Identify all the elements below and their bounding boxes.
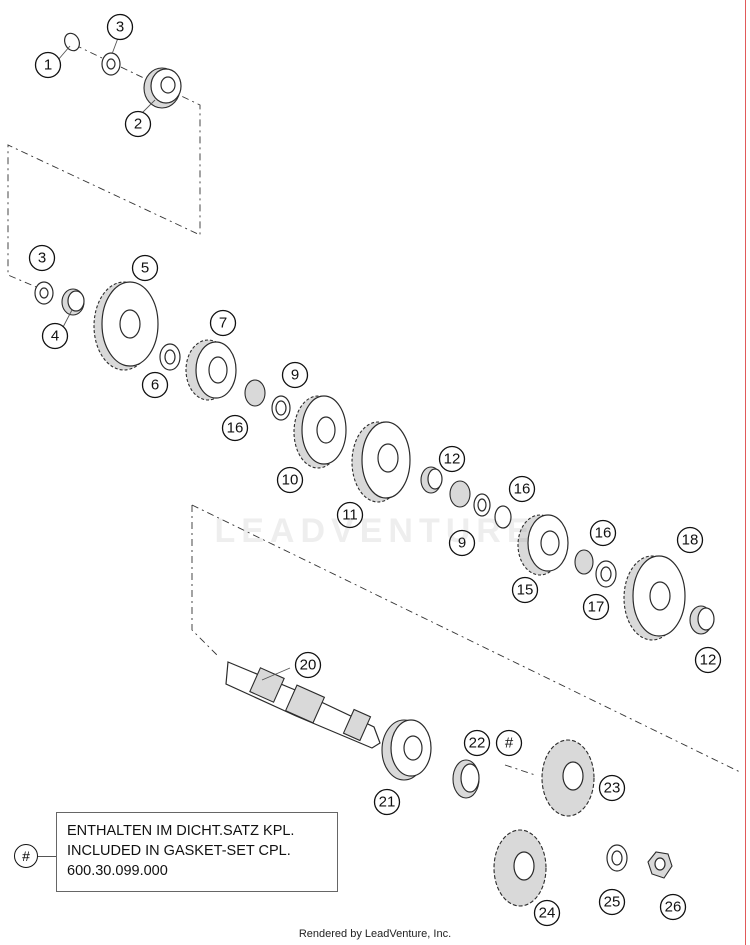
- footer-credit: Rendered by LeadVenture, Inc.: [298, 928, 452, 940]
- callout-6: 6: [141, 371, 169, 399]
- svg-text:5: 5: [141, 260, 149, 277]
- legend-leader-line: [38, 856, 56, 857]
- svg-text:1: 1: [44, 57, 52, 74]
- callout-18: 18: [676, 526, 704, 554]
- callout-3-top: 3: [106, 13, 134, 41]
- nut-part-26: [647, 851, 673, 879]
- legend-line-english: INCLUDED IN GASKET-SET CPL.: [67, 843, 291, 859]
- svg-text:16: 16: [514, 481, 531, 498]
- svg-text:#: #: [505, 735, 514, 752]
- svg-text:16: 16: [227, 420, 244, 437]
- svg-text:16: 16: [595, 525, 612, 542]
- svg-text:15: 15: [517, 582, 534, 599]
- washer-part-16-small: [494, 505, 512, 529]
- main-shaft-part-20: [225, 661, 381, 749]
- bushing-part-12-a: [420, 466, 443, 494]
- gear-part-18: [623, 555, 686, 641]
- callouts: 1 3 2 3 5 4 7 6 9 16 10 12 11 16 9 16 18…: [28, 13, 722, 927]
- callout-4: 4: [41, 322, 69, 350]
- callout-9-b: 9: [448, 529, 476, 557]
- svg-text:22: 22: [469, 735, 486, 752]
- callout-7: 7: [209, 309, 237, 337]
- callout-9-a: 9: [281, 361, 309, 389]
- gear-part-10: [293, 395, 347, 469]
- legend-part-number: 600.30.099.000: [67, 863, 168, 879]
- washer-part-9-b: [473, 493, 491, 517]
- lock-washer-part-25: [606, 844, 628, 872]
- callout-26: 26: [659, 893, 687, 921]
- shaft-seal-part-22: [452, 759, 480, 799]
- sprocket-part-24: [493, 829, 547, 907]
- callout-15: 15: [511, 576, 539, 604]
- callout-1: 1: [34, 51, 62, 79]
- bushing-part-12-b: [689, 605, 715, 635]
- callout-12-a: 12: [438, 445, 466, 473]
- svg-text:3: 3: [38, 250, 46, 267]
- needle-bearing-part-16-a: [244, 379, 266, 407]
- svg-text:24: 24: [539, 905, 556, 922]
- needle-bearing-part-16-b: [449, 480, 471, 508]
- ball-bearing-part-21: [381, 719, 432, 781]
- washer-part-3-left: [34, 281, 54, 305]
- svg-text:21: 21: [379, 794, 396, 811]
- callout-16-a: 16: [221, 414, 249, 442]
- gear-part-15: [517, 514, 569, 576]
- callout-21: 21: [373, 788, 401, 816]
- legend-line-german: ENTHALTEN IM DICHT.SATZ KPL.: [67, 823, 295, 839]
- washer-part-17: [595, 560, 617, 588]
- callout-2: 2: [124, 110, 152, 138]
- ball-bearing-part-2: [143, 67, 182, 109]
- svg-text:4: 4: [51, 328, 59, 345]
- washer-part-9-a: [271, 395, 291, 421]
- callout-hash: #: [495, 729, 523, 757]
- callout-16-b: 16: [508, 475, 536, 503]
- svg-text:26: 26: [665, 899, 682, 916]
- callout-3-left: 3: [28, 244, 56, 272]
- svg-text:2: 2: [134, 116, 142, 133]
- svg-text:9: 9: [291, 367, 299, 384]
- svg-text:25: 25: [604, 894, 621, 911]
- svg-text:12: 12: [700, 652, 717, 669]
- svg-text:20: 20: [300, 657, 317, 674]
- gear-part-7: [185, 339, 237, 401]
- callout-12-b: 12: [694, 646, 722, 674]
- callout-22: 22: [463, 729, 491, 757]
- svg-text:11: 11: [342, 507, 358, 524]
- svg-text:23: 23: [604, 780, 621, 797]
- page-edge-rule: [745, 0, 746, 945]
- svg-text:10: 10: [282, 472, 299, 489]
- gear-part-5: [93, 281, 159, 371]
- sprocket-part-23: [541, 739, 595, 817]
- svg-text:3: 3: [116, 19, 124, 36]
- legend-box: ENTHALTEN IM DICHT.SATZ KPL. INCLUDED IN…: [56, 812, 338, 892]
- svg-text:6: 6: [151, 377, 159, 394]
- callout-23: 23: [598, 774, 626, 802]
- callout-10: 10: [276, 466, 304, 494]
- needle-bearing-part-4: [61, 288, 85, 316]
- callout-16-c: 16: [589, 519, 617, 547]
- needle-bearing-part-16-c: [574, 549, 594, 575]
- svg-text:18: 18: [682, 532, 699, 549]
- gear-part-11: [351, 421, 411, 503]
- callout-25: 25: [598, 888, 626, 916]
- washer-part-6: [159, 343, 181, 371]
- svg-text:12: 12: [444, 451, 461, 468]
- callout-5: 5: [131, 254, 159, 282]
- callout-11: 11: [336, 501, 364, 529]
- svg-text:9: 9: [458, 535, 466, 552]
- svg-text:7: 7: [219, 315, 227, 332]
- assembly-guide-lines: [7, 44, 741, 776]
- svg-text:17: 17: [588, 599, 605, 616]
- washer-part-3-top: [101, 52, 121, 76]
- legend-hash-symbol: #: [14, 844, 38, 868]
- callout-24: 24: [533, 899, 561, 927]
- callout-20: 20: [294, 651, 322, 679]
- callout-17: 17: [582, 593, 610, 621]
- circlip-part-1: [64, 32, 80, 52]
